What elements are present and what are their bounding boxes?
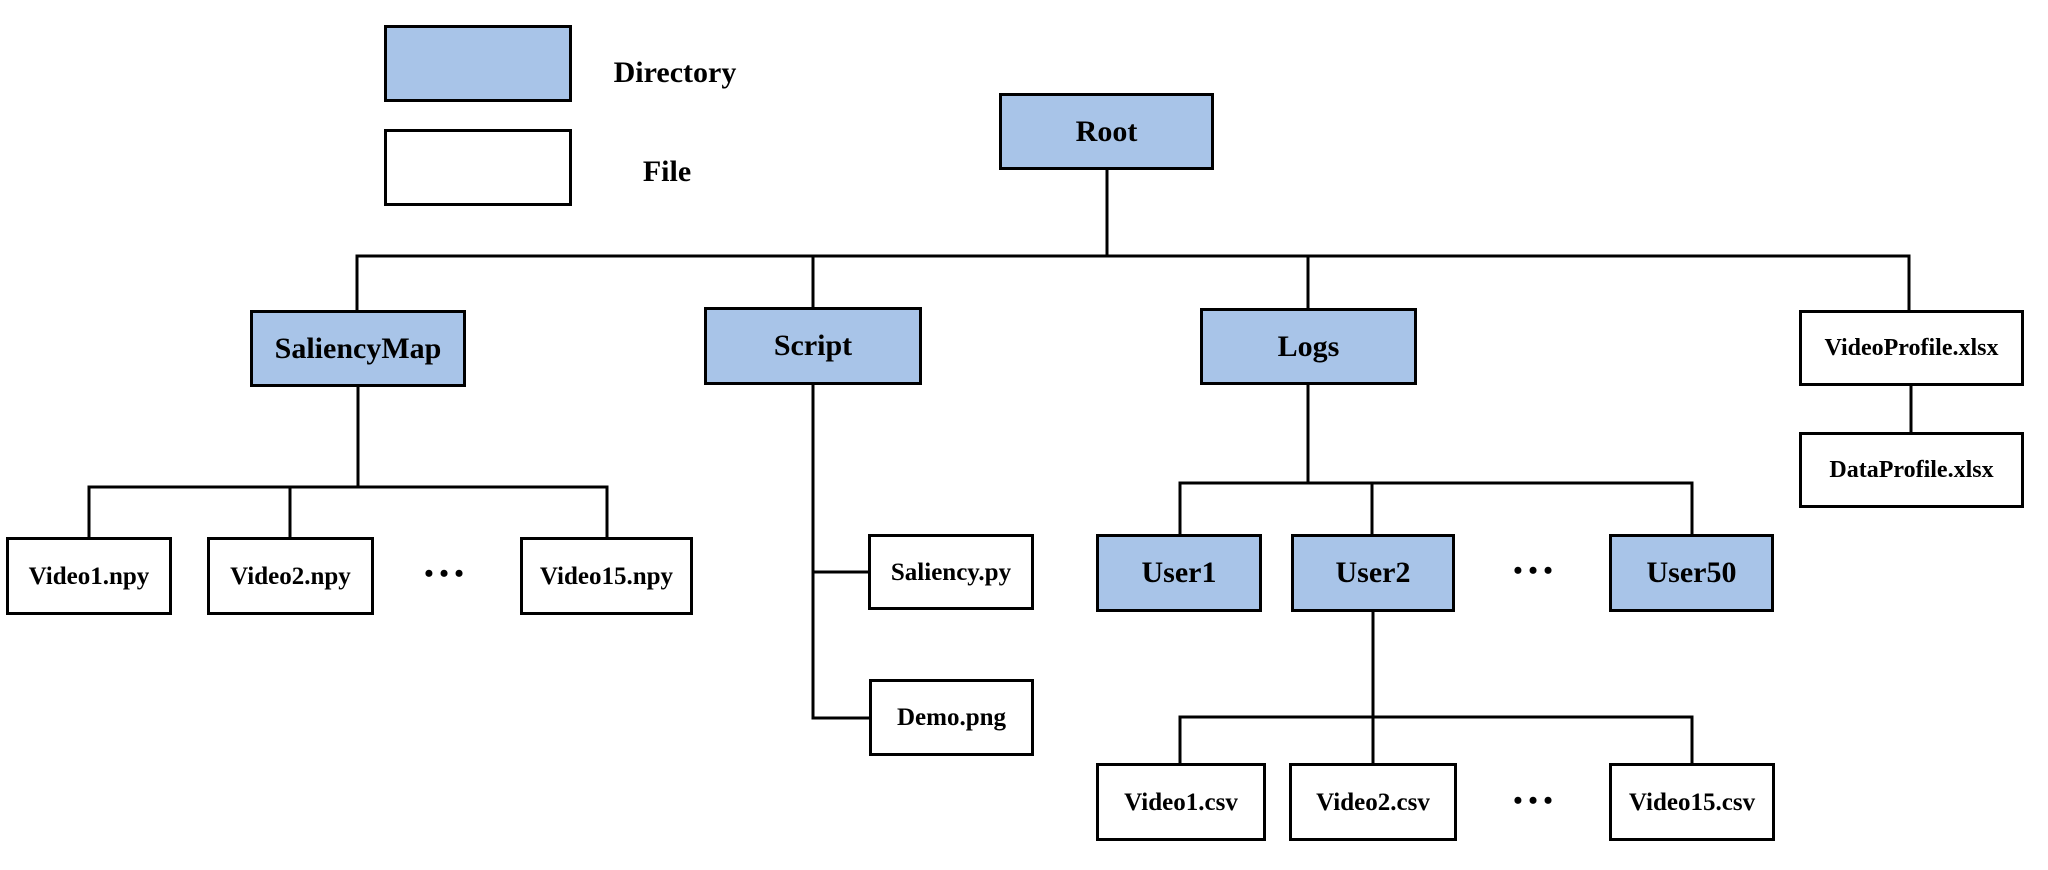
node-user2: User2 (1291, 534, 1455, 612)
node-logs-label: Logs (1277, 329, 1340, 363)
node-user50-label: User50 (1646, 556, 1737, 589)
node-root-label: Root (1075, 114, 1138, 148)
node-saliency-py-label: Saliency.py (890, 558, 1012, 586)
node-saliency-py: Saliency.py (868, 534, 1034, 610)
node-saliencymap-label: SaliencyMap (274, 331, 442, 365)
node-video1-npy-label: Video1.npy (28, 562, 150, 590)
node-video1-csv-label: Video1.csv (1124, 788, 1238, 816)
node-video2-npy-label: Video2.npy (230, 562, 351, 590)
node-video15-npy-label: Video15.npy (539, 562, 674, 590)
node-video15-npy: Video15.npy (520, 537, 693, 615)
node-root: Root (999, 93, 1214, 170)
node-video15-csv-label: Video15.csv (1628, 788, 1756, 816)
node-videoprofile-xlsx: VideoProfile.xlsx (1799, 310, 2024, 386)
ellipsis-npy: ••• (424, 559, 470, 588)
node-dataprofile-xlsx-label: DataProfile.xlsx (1829, 457, 1994, 483)
node-video15-csv: Video15.csv (1609, 763, 1775, 841)
legend-directory-label: Directory (613, 56, 737, 89)
node-video1-npy: Video1.npy (6, 537, 172, 615)
ellipsis-users: ••• (1513, 556, 1559, 585)
tree-edges-path (87, 170, 1913, 763)
legend-file-label: File (642, 155, 692, 188)
node-videoprofile-xlsx-label: VideoProfile.xlsx (1824, 335, 1999, 361)
node-video2-csv: Video2.csv (1289, 763, 1457, 841)
node-video1-csv: Video1.csv (1096, 763, 1266, 841)
node-user1-label: User1 (1141, 556, 1217, 589)
node-user2-label: User2 (1335, 556, 1411, 589)
node-user50: User50 (1609, 534, 1774, 612)
legend-directory-swatch (384, 25, 572, 102)
node-saliencymap: SaliencyMap (250, 310, 466, 387)
node-script-label: Script (773, 329, 853, 362)
node-dataprofile-xlsx: DataProfile.xlsx (1799, 432, 2024, 508)
node-video2-npy: Video2.npy (207, 537, 374, 615)
node-script: Script (704, 307, 922, 385)
node-demo-png: Demo.png (869, 679, 1034, 756)
legend-file-swatch (384, 129, 572, 206)
ellipsis-csv: ••• (1513, 786, 1559, 815)
node-demo-png-label: Demo.png (896, 704, 1007, 731)
node-video2-csv-label: Video2.csv (1316, 788, 1430, 816)
node-user1: User1 (1096, 534, 1262, 612)
node-logs: Logs (1200, 308, 1417, 385)
